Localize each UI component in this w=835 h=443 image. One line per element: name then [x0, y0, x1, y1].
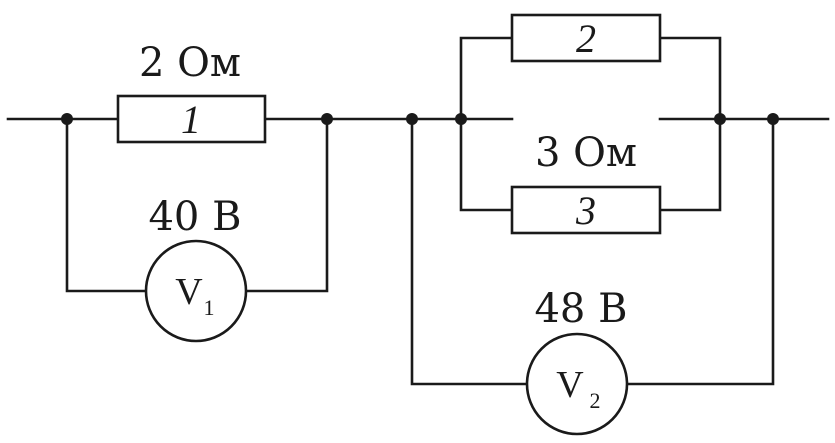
resistor-1-label: 1 [181, 97, 201, 142]
voltmeter-1-symbol: V [175, 271, 203, 313]
voltmeter-1-index: 1 [204, 295, 215, 320]
voltmeter-1-reading: 40 В [148, 194, 241, 240]
junction-node [61, 113, 73, 125]
resistor-1-value: 2 Ом [139, 40, 241, 86]
voltmeter-1 [144, 239, 248, 343]
voltmeter2-loop-wire [410, 117, 775, 386]
junction-node [714, 113, 726, 125]
voltmeter-2-symbol: V [556, 364, 584, 406]
resistor-2-label: 2 [576, 16, 596, 61]
voltmeter1-loop-wire [65, 117, 329, 293]
voltmeter-2-index: 2 [590, 388, 601, 413]
junction-node [406, 113, 418, 125]
resistor-3-label: 3 [575, 188, 596, 233]
voltmeter-2 [525, 332, 629, 436]
resistor-2 [510, 13, 662, 63]
resistor-3-value: 3 Ом [535, 130, 637, 176]
parallel-branch-wire [459, 36, 722, 212]
resistor-1 [116, 94, 267, 144]
junction-node [455, 113, 467, 125]
junction-node [321, 113, 333, 125]
voltmeter-2-reading: 48 В [534, 286, 627, 332]
resistor-3 [510, 185, 662, 235]
junction-node [767, 113, 779, 125]
